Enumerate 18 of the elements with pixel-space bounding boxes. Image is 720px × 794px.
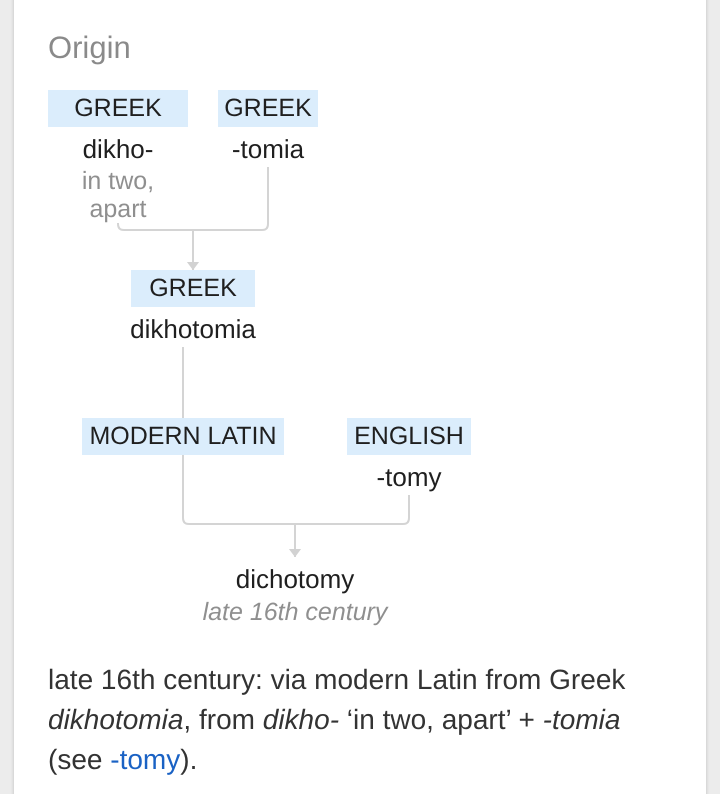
word-form: -tomia xyxy=(232,133,304,166)
section-title: Origin xyxy=(48,29,131,67)
language-tag: GREEK xyxy=(48,90,188,127)
arrow xyxy=(187,167,269,270)
language-tag: GREEK xyxy=(218,90,318,127)
word-meaning: in two, apart xyxy=(80,167,156,223)
word-form: dikho- xyxy=(82,133,154,166)
date-text: late 16th century xyxy=(202,597,388,627)
language-tag: ENGLISH xyxy=(347,418,471,455)
connector-line xyxy=(182,347,184,418)
language-tag: GREEK xyxy=(131,270,255,307)
arrow xyxy=(289,495,410,557)
word-form: -tomy xyxy=(376,461,442,494)
language-tag: MODERN LATIN xyxy=(82,418,284,455)
word-form: dichotomy xyxy=(236,563,354,596)
word-form: dikhotomia xyxy=(130,313,256,346)
cross-reference-link: -tomy xyxy=(110,744,180,775)
etymology-paragraph: late 16th century: via modern Latin from Greek dikhotomia, from dikho- ‘in two, apart’ + -tomia (see -tomy). xyxy=(48,663,626,777)
